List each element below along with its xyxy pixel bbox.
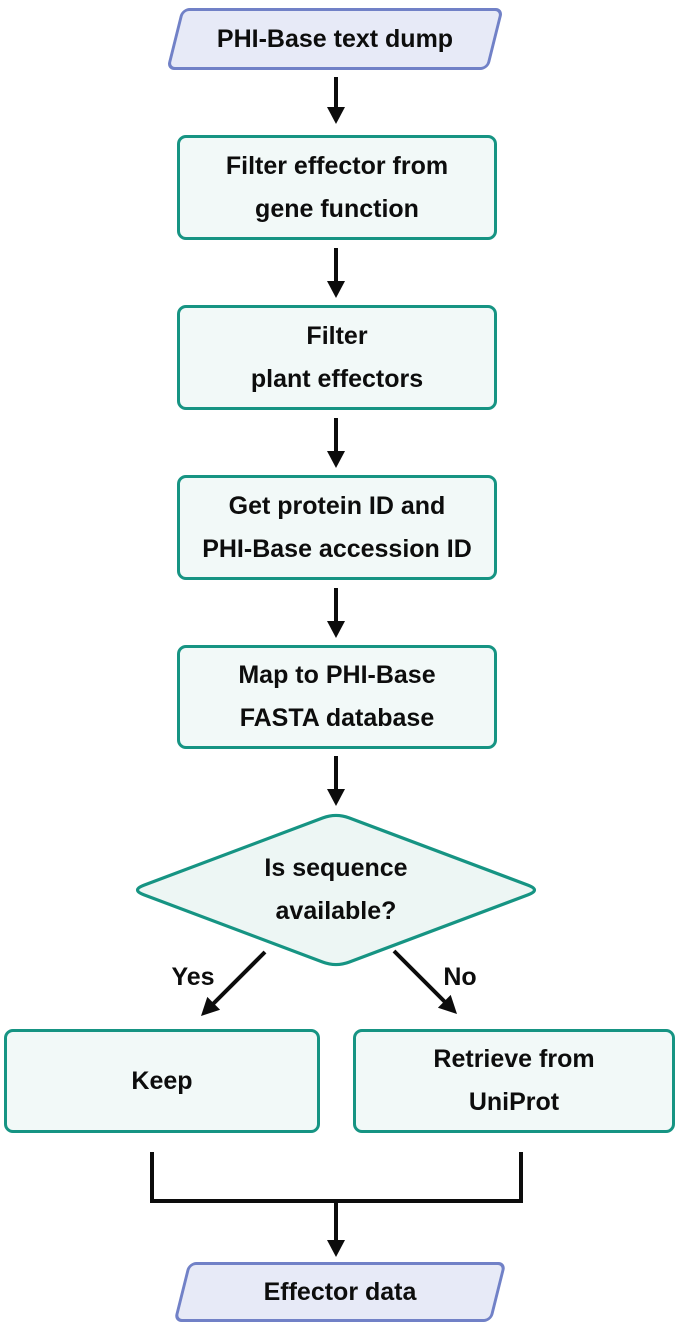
arrowhead-icon (327, 107, 345, 124)
arrow-filter-effector-to-filter-plant (327, 248, 345, 298)
node-keep: Keep (4, 1029, 320, 1133)
arrow-no-branch (392, 949, 457, 1014)
node-label: Filter effector from gene function (225, 151, 449, 223)
node-label: Filter plant effectors (250, 321, 424, 393)
node-filter-plant-effectors: Filter plant effectors (177, 305, 497, 410)
node-retrieve-from-uniprot: Retrieve from UniProt (353, 1029, 675, 1133)
node-get-protein-id: Get protein ID and PHI-Base accession ID (177, 475, 497, 580)
arrow-input-to-filter-effector (327, 77, 345, 124)
node-label: Map to PHI-Base FASTA database (238, 661, 436, 732)
node-label: Is sequence available? (264, 854, 408, 925)
arrowhead-icon (437, 994, 457, 1014)
arrowhead-icon (201, 996, 221, 1016)
arrowhead-icon (327, 621, 345, 638)
node-label: Get protein ID and PHI-Base accession ID (202, 491, 472, 563)
node-decision-is-sequence-available: Is sequence available? (186, 838, 486, 942)
node-filter-effector: Filter effector from gene function (177, 135, 497, 240)
arrowhead-icon (327, 789, 345, 806)
node-effector-data: Effector data (173, 1262, 507, 1322)
node-label: Effector data (263, 1277, 417, 1306)
arrowhead-icon (327, 1240, 345, 1257)
arrow-merge-to-output (327, 1201, 345, 1257)
arrowhead-icon (327, 451, 345, 468)
node-label: Retrieve from UniProt (433, 1045, 595, 1116)
arrow-map-fasta-to-decision (327, 756, 345, 806)
decision-diamond-shape (135, 813, 537, 967)
arrow-yes-branch (201, 950, 267, 1016)
arrow-get-ids-to-map-fasta (327, 588, 345, 638)
edge-label-no: No (443, 962, 477, 991)
merge-bracket (150, 1152, 523, 1203)
node-label: Keep (131, 1066, 193, 1095)
node-label: PHI-Base text dump (216, 24, 454, 53)
edge-label-yes: Yes (171, 962, 215, 991)
node-phi-base-text-dump: PHI-Base text dump (166, 8, 504, 70)
node-map-to-fasta: Map to PHI-Base FASTA database (177, 645, 497, 749)
arrowhead-icon (327, 281, 345, 298)
arrow-filter-plant-to-get-ids (327, 418, 345, 468)
